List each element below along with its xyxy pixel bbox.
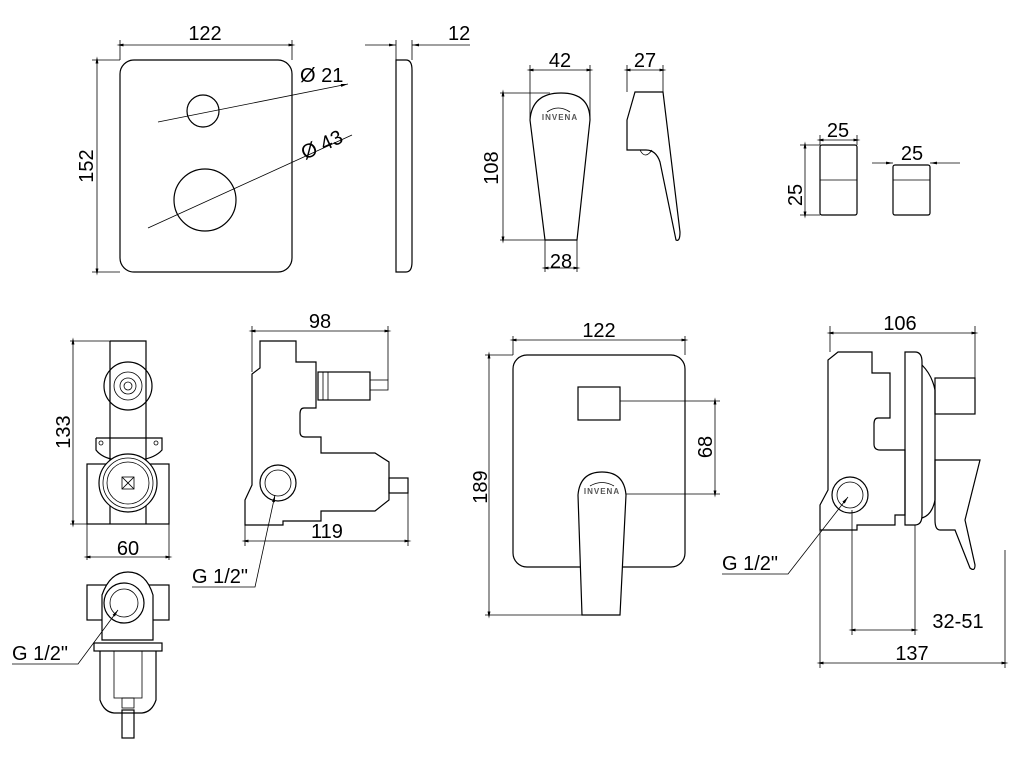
dim-lever-height: 108 (481, 151, 503, 184)
dim-assembled-overall: 137 (895, 643, 928, 665)
dim-large-hole: Ø 43 (298, 126, 347, 164)
assembled-front: INVENA 122 189 68 (470, 320, 720, 619)
dim-body-height: 133 (53, 415, 75, 448)
valve-body-side: 98 119 G 1/2" (192, 311, 412, 588)
brand-logo: INVENA (584, 487, 620, 496)
valve-body-bottom: G 1/2" (12, 571, 170, 739)
label-thread-assembled: G 1/2" (722, 553, 778, 575)
lever-side: 27 (623, 50, 681, 241)
brand-logo: INVENA (542, 113, 578, 122)
dim-plate-width: 122 (188, 23, 221, 45)
dim-small-hole: Ø 21 (300, 65, 343, 87)
dim-knob-height: 25 (785, 184, 807, 206)
dim-control-spacing: 68 (695, 436, 717, 458)
dim-wall-range: 32-51 (932, 611, 983, 633)
dim-body-width: 60 (117, 538, 139, 560)
label-thread-bottom: G 1/2" (12, 643, 68, 665)
label-thread-side: G 1/2" (192, 566, 248, 588)
dim-plate-thickness: 12 (448, 23, 470, 45)
dim-assembled-depth: 106 (883, 313, 916, 335)
knob-views: 25 25 25 (785, 120, 960, 219)
small-hole (186, 94, 220, 128)
large-hole (173, 168, 237, 232)
dim-overall-depth: 119 (311, 521, 343, 543)
dim-plate-height: 152 (76, 149, 98, 182)
dim-knob-width: 25 (827, 120, 849, 142)
dim-stem-depth: 98 (309, 311, 331, 333)
dim-lever-bottom-width: 28 (550, 251, 572, 273)
dim-assembled-height: 189 (470, 470, 492, 503)
lever-front: INVENA 42 108 28 (481, 50, 594, 273)
cover-plate-front: 122 152 Ø 21 Ø 43 (76, 23, 353, 276)
assembled-side: 106 32-51 137 G 1/2" (722, 313, 1009, 668)
dim-knob-depth: 25 (901, 143, 923, 165)
dim-lever-top-width: 42 (549, 50, 571, 72)
dim-assembled-width: 122 (582, 320, 615, 342)
dim-lever-depth: 27 (634, 50, 656, 72)
cover-plate-side: 12 (365, 23, 470, 273)
valve-body-front: 133 60 (53, 337, 173, 560)
